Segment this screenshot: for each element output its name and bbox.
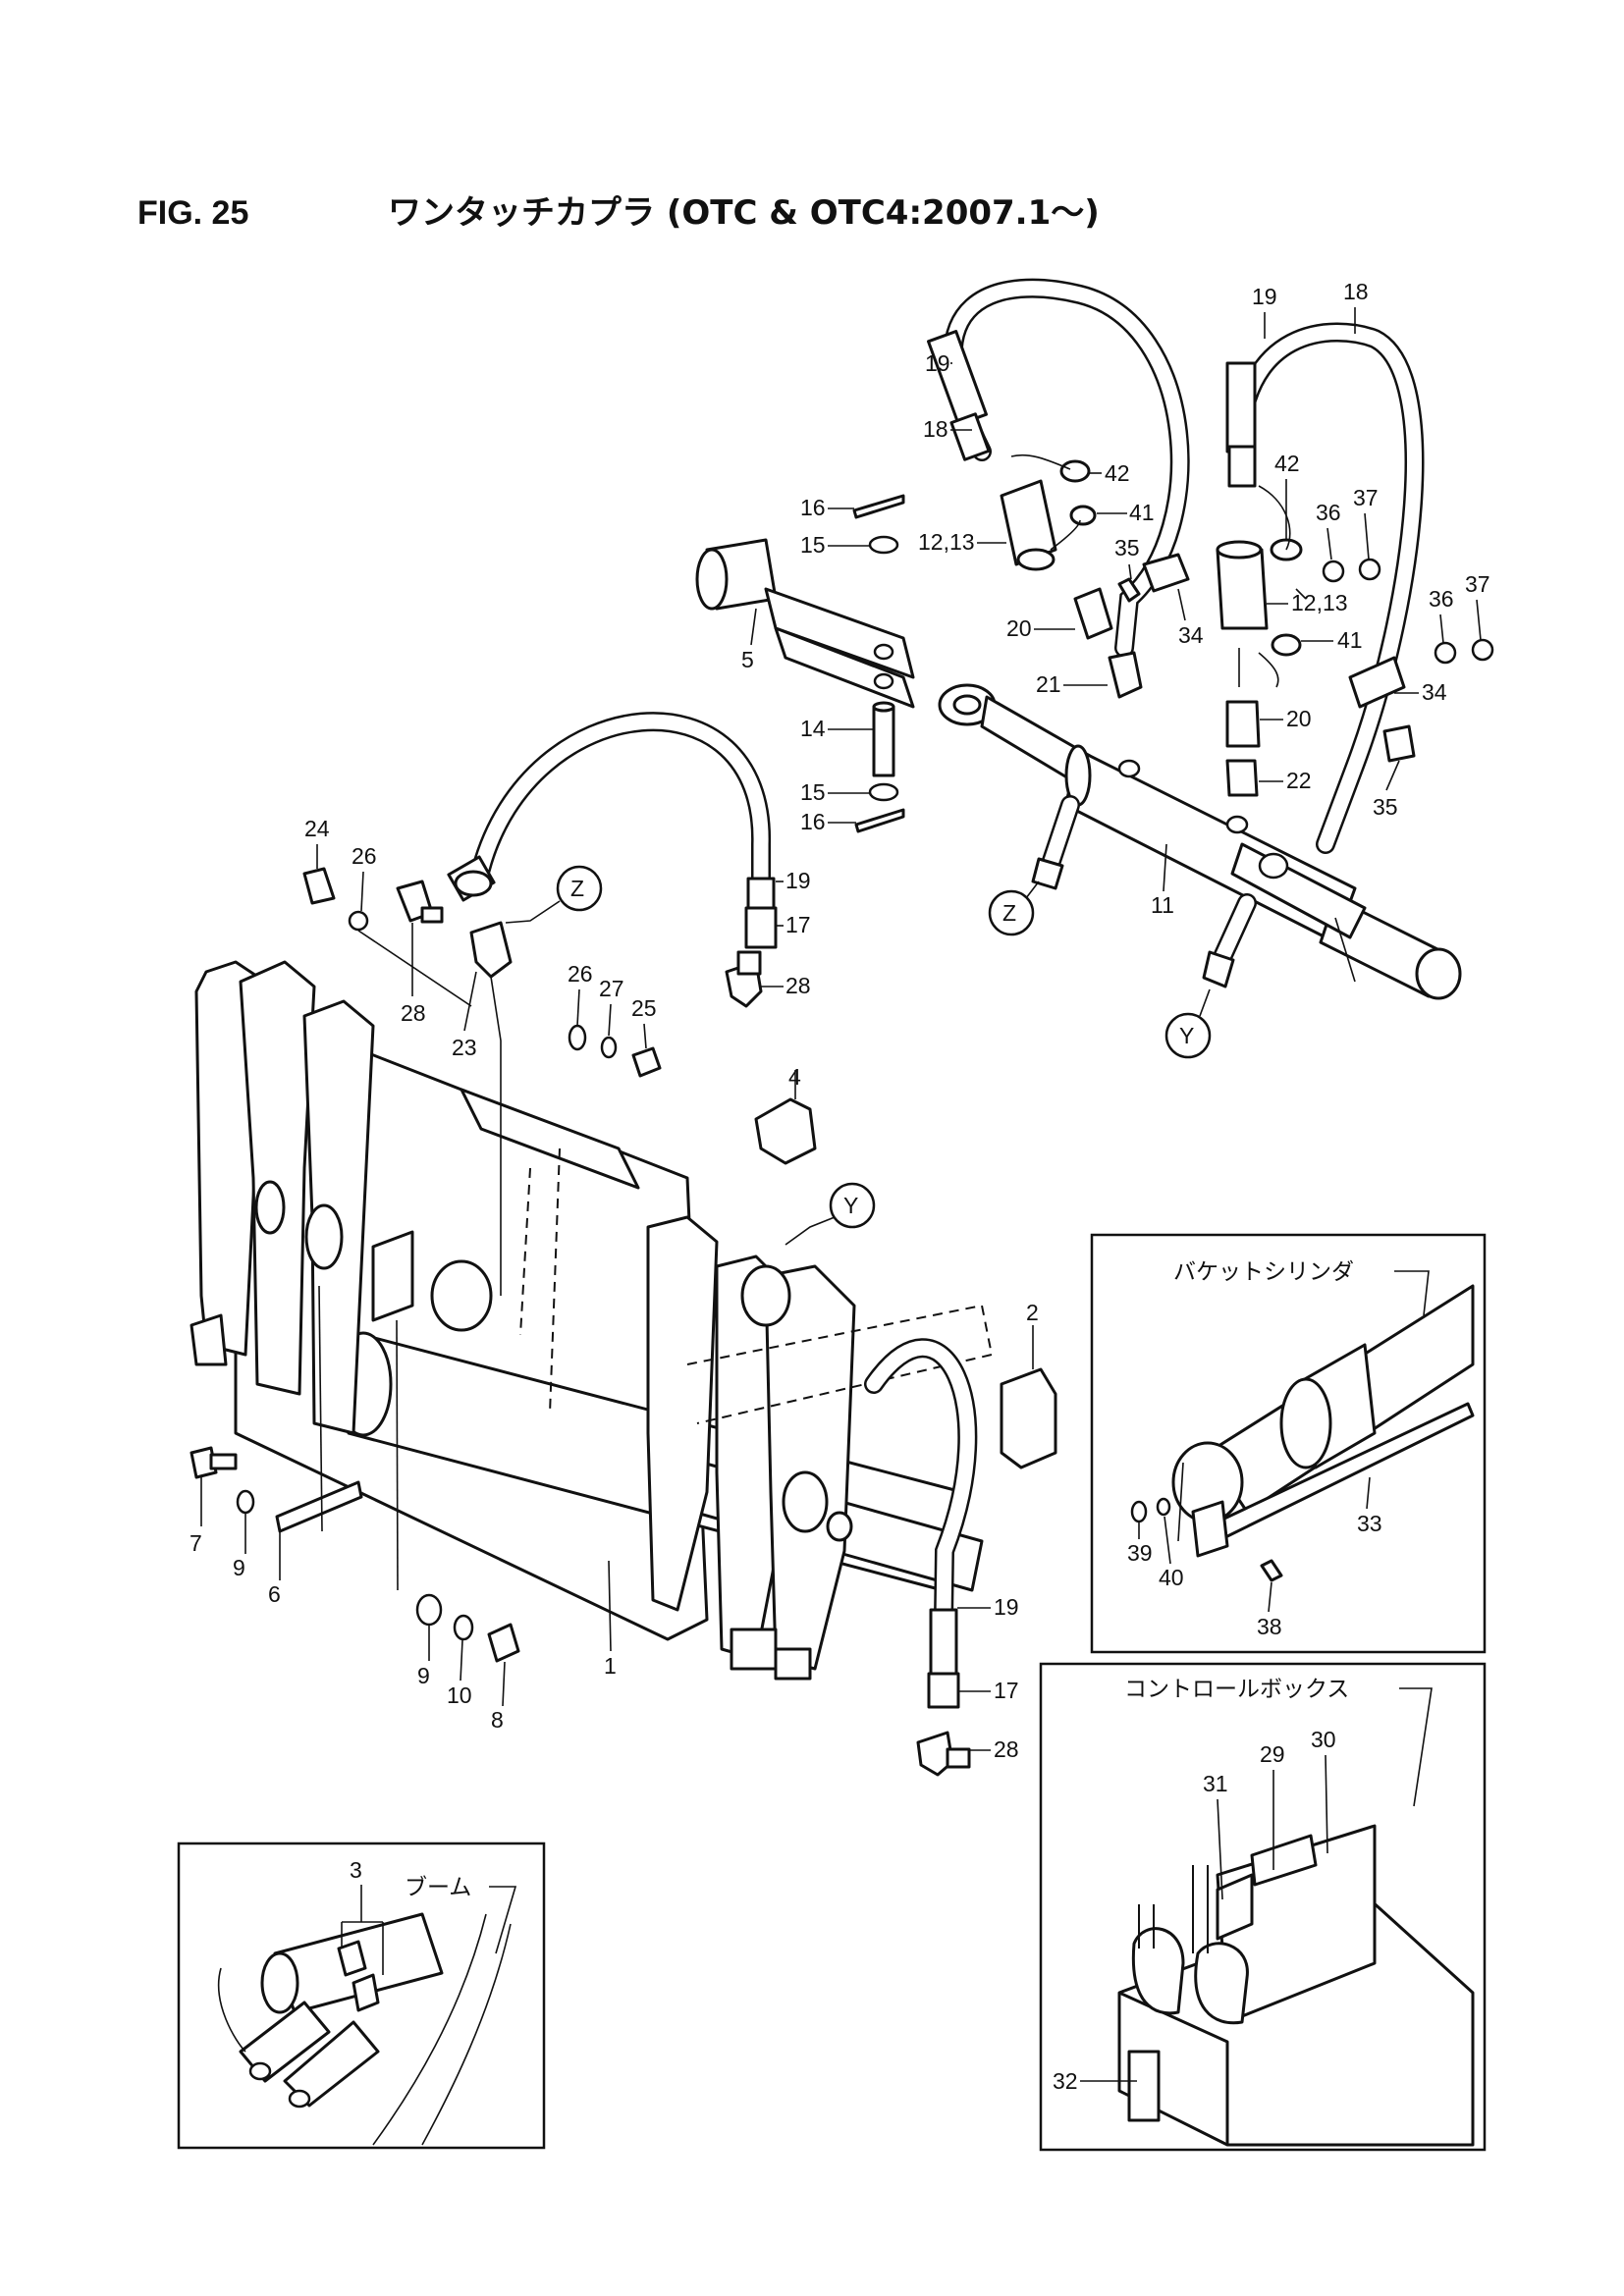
hose-left xyxy=(447,712,778,949)
svg-text:41: 41 xyxy=(1129,500,1155,525)
control-box-label: コントロールボックス xyxy=(1124,1677,1349,1702)
svg-text:36: 36 xyxy=(1429,586,1454,612)
svg-text:22: 22 xyxy=(1286,768,1312,793)
hose-upper-left xyxy=(927,278,1190,699)
svg-text:17: 17 xyxy=(994,1678,1019,1703)
svg-text:35: 35 xyxy=(1373,794,1398,820)
svg-text:38: 38 xyxy=(1257,1614,1282,1639)
svg-text:25: 25 xyxy=(631,995,657,1021)
svg-text:37: 37 xyxy=(1353,485,1379,510)
svg-text:40: 40 xyxy=(1159,1565,1184,1590)
fitting-23 xyxy=(469,921,513,979)
svg-text:36: 36 xyxy=(1316,500,1341,525)
cylinder-11 xyxy=(938,683,1462,1000)
svg-text:39: 39 xyxy=(1127,1540,1153,1566)
svg-text:32: 32 xyxy=(1053,2068,1078,2094)
svg-text:18: 18 xyxy=(923,416,948,442)
svg-text:3: 3 xyxy=(350,1857,362,1883)
svg-text:31: 31 xyxy=(1203,1771,1228,1796)
svg-text:37: 37 xyxy=(1465,571,1490,597)
pin-14 xyxy=(872,705,895,777)
elbow-28-bottom xyxy=(916,1731,954,1777)
svg-text:12,13: 12,13 xyxy=(918,529,975,555)
svg-text:34: 34 xyxy=(1178,622,1204,648)
svg-text:33: 33 xyxy=(1357,1511,1382,1536)
svg-text:1: 1 xyxy=(604,1653,617,1679)
svg-text:8: 8 xyxy=(491,1707,504,1733)
svg-text:28: 28 xyxy=(401,1000,426,1026)
svg-text:4: 4 xyxy=(788,1064,801,1090)
svg-text:35: 35 xyxy=(1114,535,1140,561)
svg-text:12,13: 12,13 xyxy=(1291,590,1348,615)
svg-text:18: 18 xyxy=(1343,279,1369,304)
svg-text:29: 29 xyxy=(1260,1741,1285,1767)
svg-text:7: 7 xyxy=(189,1530,202,1556)
svg-text:26: 26 xyxy=(568,961,593,987)
reference-z-cylinder: Z xyxy=(988,881,1040,936)
svg-text:17: 17 xyxy=(785,912,811,937)
pin-bracket-5 xyxy=(695,538,915,709)
svg-text:23: 23 xyxy=(452,1035,477,1060)
svg-text:10: 10 xyxy=(447,1682,472,1708)
reference-y-frame: Y xyxy=(785,1182,876,1246)
svg-text:20: 20 xyxy=(1006,615,1032,641)
svg-text:Y: Y xyxy=(843,1193,858,1218)
inset-control-box: コントロールボックス 31 29 30 32 xyxy=(1039,1662,1487,2152)
svg-text:16: 16 xyxy=(800,809,826,834)
reference-y-cylinder: Y xyxy=(1164,988,1212,1059)
svg-text:11: 11 xyxy=(1151,892,1174,918)
svg-text:21: 21 xyxy=(1036,671,1061,697)
svg-text:2: 2 xyxy=(1026,1300,1039,1325)
svg-text:28: 28 xyxy=(994,1736,1019,1762)
svg-text:30: 30 xyxy=(1311,1727,1336,1752)
svg-text:5: 5 xyxy=(741,647,754,672)
svg-text:19: 19 xyxy=(925,350,950,376)
svg-text:15: 15 xyxy=(800,532,826,558)
svg-text:16: 16 xyxy=(800,495,826,520)
svg-text:26: 26 xyxy=(352,843,377,869)
svg-text:19: 19 xyxy=(1252,284,1277,309)
svg-text:42: 42 xyxy=(1105,460,1130,486)
svg-text:Z: Z xyxy=(570,876,584,901)
block-4 xyxy=(754,1097,817,1165)
svg-text:9: 9 xyxy=(233,1555,245,1580)
svg-text:27: 27 xyxy=(599,976,624,1001)
svg-text:28: 28 xyxy=(785,973,811,998)
reference-z-top: Z xyxy=(505,865,603,924)
svg-text:41: 41 xyxy=(1337,627,1363,653)
inset-bucket-cylinder: バケットシリンダ 39 40 33 38 xyxy=(1090,1233,1487,1654)
callout-labels: 16 15 5 14 15 16 19 18 42 41 12,13 35 34 xyxy=(189,279,1490,1762)
svg-text:34: 34 xyxy=(1422,679,1447,705)
svg-text:15: 15 xyxy=(800,779,826,805)
svg-text:19: 19 xyxy=(994,1594,1019,1620)
figure-number: FIG. 25 xyxy=(137,194,248,232)
svg-text:14: 14 xyxy=(800,716,826,741)
boom-label: ブーム xyxy=(405,1875,471,1900)
inset-boom: ブーム 3 xyxy=(177,1842,546,2150)
svg-text:6: 6 xyxy=(268,1581,281,1607)
svg-text:Y: Y xyxy=(1179,1023,1194,1048)
figure-title: ワンタッチカプラ (OTC & OTC4:2007.1～) xyxy=(388,193,1100,233)
block-2 xyxy=(1000,1367,1057,1469)
svg-text:24: 24 xyxy=(304,816,330,841)
svg-text:42: 42 xyxy=(1274,451,1300,476)
hose-upper-right xyxy=(1216,322,1494,854)
bucket-cylinder-label: バケットシリンダ xyxy=(1173,1259,1354,1285)
svg-text:20: 20 xyxy=(1286,706,1312,731)
svg-text:Z: Z xyxy=(1002,900,1016,926)
hose-bottom-right xyxy=(864,1338,978,1709)
coupler-frame xyxy=(189,960,994,1681)
svg-text:9: 9 xyxy=(417,1663,430,1688)
svg-text:19: 19 xyxy=(785,868,811,893)
